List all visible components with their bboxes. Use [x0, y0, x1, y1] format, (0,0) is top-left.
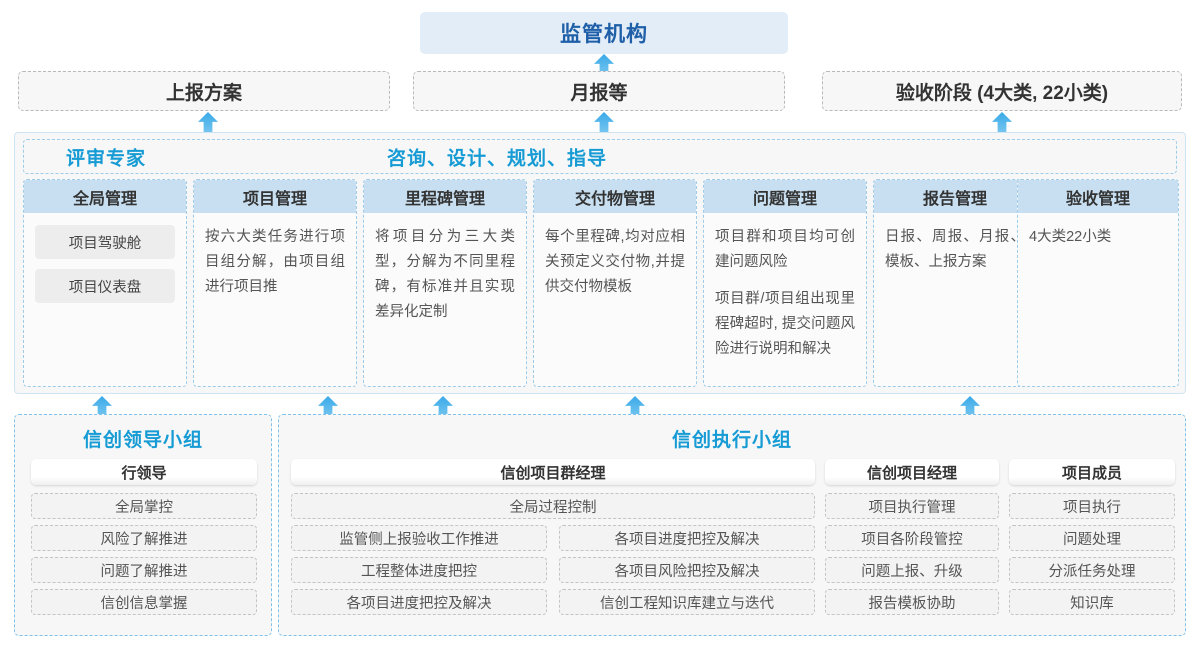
task-pill[interactable]: 问题处理	[1009, 525, 1175, 551]
mgmt-column-header: 里程碑管理	[364, 180, 526, 213]
mgmt-column-body: 将项目分为三大类型，分解为不同里程碑，有标准并且实现差异化定制	[364, 213, 526, 325]
mgmt-column-global[interactable]: 全局管理 项目驾驶舱 项目仪表盘	[23, 179, 187, 387]
task-pill[interactable]: 各项目进度把控及解决	[559, 525, 815, 551]
mgmt-column-body: 4大类22小类	[1018, 213, 1178, 250]
role-label-consulting: 咨询、设计、规划、指导	[387, 148, 608, 169]
mgmt-paragraph: 将项目分为三大类型，分解为不同里程碑，有标准并且实现差异化定制	[375, 229, 515, 320]
arrow-up-icon-to-acceptance	[992, 112, 1012, 134]
role-card-program-manager[interactable]: 信创项目群经理	[291, 459, 815, 485]
mgmt-column-header: 全局管理	[24, 180, 186, 213]
task-pill[interactable]: 监管侧上报验收工作推进	[291, 525, 547, 551]
group-leadership: 信创领导小组 行领导 全局掌控 风险了解推进 问题了解推进 信创信息掌握	[14, 414, 272, 636]
role-card-project-member[interactable]: 项目成员	[1009, 459, 1175, 485]
task-pill[interactable]: 项目执行管理	[825, 493, 999, 519]
task-pill[interactable]: 项目各阶段管控	[825, 525, 999, 551]
task-pill[interactable]: 工程整体进度把控	[291, 557, 547, 583]
role-card-project-manager[interactable]: 信创项目经理	[825, 459, 999, 485]
mgmt-column-project[interactable]: 项目管理 按六大类任务进行项目组分解，由项目组进行项目推	[193, 179, 357, 387]
mgmt-paragraph: 项目群和项目均可创建问题风险	[715, 229, 855, 270]
group-execution: 信创执行小组 信创项目群经理 全局过程控制 监管侧上报验收工作推进 工程整体进度…	[278, 414, 1186, 636]
report-box-acceptance: 验收阶段 (4大类, 22小类)	[822, 71, 1182, 111]
mgmt-column-body: 项目群和项目均可创建问题风险 项目群/项目组出现里程碑超时, 提交问题风险进行说…	[704, 213, 866, 362]
mgmt-paragraph: 每个里程碑,均对应相关预定义交付物,并提供交付物模板	[545, 229, 685, 295]
task-pill[interactable]: 全局过程控制	[291, 493, 815, 519]
advisor-roles-bar: 评审专家 咨询、设计、规划、指导	[23, 139, 1177, 174]
task-pill[interactable]: 分派任务处理	[1009, 557, 1175, 583]
mgmt-column-issue[interactable]: 问题管理 项目群和项目均可创建问题风险 项目群/项目组出现里程碑超时, 提交问题…	[703, 179, 867, 387]
mgmt-column-header: 报告管理	[874, 180, 1036, 213]
mgmt-column-deliverable[interactable]: 交付物管理 每个里程碑,均对应相关预定义交付物,并提供交付物模板	[533, 179, 697, 387]
mgmt-column-header: 问题管理	[704, 180, 866, 213]
task-pill[interactable]: 风险了解推进	[31, 525, 257, 551]
mgmt-column-body: 按六大类任务进行项目组分解，由项目组进行项目推	[194, 213, 356, 300]
task-pill[interactable]: 知识库	[1009, 589, 1175, 615]
mgmt-column-header: 交付物管理	[534, 180, 696, 213]
mgmt-column-milestone[interactable]: 里程碑管理 将项目分为三大类型，分解为不同里程碑，有标准并且实现差异化定制	[363, 179, 527, 387]
task-pill[interactable]: 报告模板协助	[825, 589, 999, 615]
mgmt-column-header: 验收管理	[1018, 180, 1178, 213]
role-card-bank-leader[interactable]: 行领导	[31, 459, 257, 485]
group-title: 信创领导小组	[82, 430, 203, 451]
task-pill[interactable]: 问题了解推进	[31, 557, 257, 583]
mgmt-column-body: 日报、周报、月报、模板、上报方案	[874, 213, 1036, 275]
mgmt-pill[interactable]: 项目驾驶舱	[35, 225, 175, 259]
report-box-monthly: 月报等	[413, 71, 785, 111]
task-pill[interactable]: 项目执行	[1009, 493, 1175, 519]
regulator-box: 监管机构	[420, 12, 788, 54]
mgmt-pill[interactable]: 项目仪表盘	[35, 269, 175, 303]
arrow-up-icon-to-plan	[198, 112, 218, 134]
task-pill[interactable]: 信创信息掌握	[31, 589, 257, 615]
mgmt-paragraph: 按六大类任务进行项目组分解，由项目组进行项目推	[205, 229, 345, 295]
role-label-review-expert: 评审专家	[66, 148, 147, 169]
mgmt-column-acceptance[interactable]: 验收管理 4大类22小类	[1017, 179, 1179, 387]
task-pill[interactable]: 信创工程知识库建立与迭代	[559, 589, 815, 615]
mgmt-column-header: 项目管理	[194, 180, 356, 213]
mgmt-paragraph: 4大类22小类	[1029, 229, 1112, 245]
task-pill[interactable]: 各项目风险把控及解决	[559, 557, 815, 583]
mgmt-column-body: 项目驾驶舱 项目仪表盘	[24, 213, 186, 303]
group-title: 信创执行小组	[671, 430, 792, 451]
task-pill[interactable]: 全局掌控	[31, 493, 257, 519]
mgmt-column-body: 每个里程碑,均对应相关预定义交付物,并提供交付物模板	[534, 213, 696, 300]
management-panel: 评审专家 咨询、设计、规划、指导 全局管理 项目驾驶舱 项目仪表盘 项目管理 按…	[14, 132, 1186, 394]
report-box-plan: 上报方案	[18, 71, 390, 111]
task-pill[interactable]: 问题上报、升级	[825, 557, 999, 583]
mgmt-paragraph: 项目群/项目组出现里程碑超时, 提交问题风险进行说明和解决	[715, 290, 855, 357]
mgmt-column-report[interactable]: 报告管理 日报、周报、月报、模板、上报方案	[873, 179, 1037, 387]
arrow-up-icon-to-monthly	[594, 112, 614, 134]
mgmt-paragraph: 日报、周报、月报、模板、上报方案	[885, 229, 1025, 270]
task-pill[interactable]: 各项目进度把控及解决	[291, 589, 547, 615]
